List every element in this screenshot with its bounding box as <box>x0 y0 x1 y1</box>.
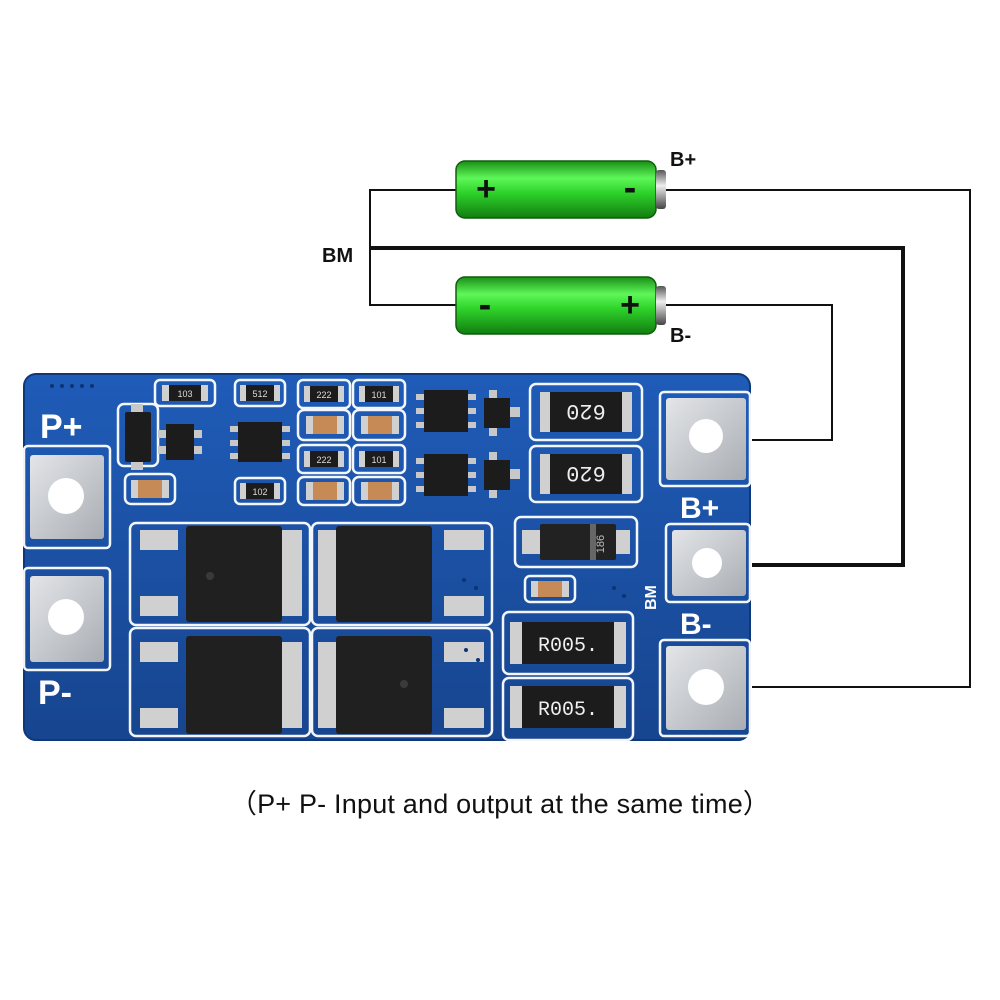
pad-p-plus <box>30 455 104 539</box>
pad-b-plus-bottom <box>666 646 746 730</box>
battery-bottom-minus-symbol: - <box>479 284 492 326</box>
diode: 186 <box>522 524 630 560</box>
label-bm: BM <box>322 245 353 267</box>
marking-res-101-a: 101 <box>371 390 386 400</box>
resistor-222-a: 222 <box>304 386 344 402</box>
dual-mosfet-ic-top <box>416 390 520 436</box>
mosfet-bottom-right <box>318 636 484 734</box>
silk-b-minus: B- <box>680 608 712 641</box>
battery-bottom: - + <box>455 276 666 335</box>
pcb-board: P+ P- B+ B- BM 103 <box>22 373 752 742</box>
sense-resistor-2: R005. <box>510 686 626 728</box>
pad-bm <box>672 530 746 596</box>
sense-resistor-1: R005. <box>510 622 626 664</box>
resistor-101-a: 101 <box>359 386 399 402</box>
resistor-512: 512 <box>240 385 280 401</box>
sot23-ic-1 <box>158 424 202 460</box>
marking-diode: 186 <box>595 535 607 553</box>
battery-top-minus-symbol: - <box>624 167 637 209</box>
marking-res-103: 103 <box>177 389 192 399</box>
ic-protection-chip <box>230 422 290 462</box>
silk-b-plus: B+ <box>680 492 719 525</box>
label-b-plus: B+ <box>670 149 696 171</box>
capacitors <box>131 416 569 597</box>
marking-shunt-1: 620 <box>566 398 606 423</box>
vias <box>50 384 626 662</box>
marking-res-512: 512 <box>252 389 267 399</box>
resistor-102: 102 <box>240 483 280 499</box>
marking-sense-2: R005. <box>538 699 598 722</box>
marking-res-222-b: 222 <box>316 455 331 465</box>
pad-b-minus-top <box>666 398 746 480</box>
battery-top-plus-symbol: + <box>476 170 496 208</box>
wiring <box>369 189 971 688</box>
silk-bm: BM <box>643 585 660 610</box>
wire-b-plus <box>662 189 971 688</box>
label-b-minus: B- <box>670 325 691 347</box>
marking-shunt-2: 620 <box>566 460 606 485</box>
shunt-resistor-2: 620 <box>540 454 632 494</box>
mosfet-top-left <box>140 526 302 622</box>
sot23-transistor <box>125 404 151 470</box>
shunt-resistor-1: 620 <box>540 392 632 432</box>
silk-p-minus: P- <box>38 674 72 712</box>
marking-res-101-b: 101 <box>371 455 386 465</box>
pad-p-minus <box>30 576 104 662</box>
marking-res-102: 102 <box>252 487 267 497</box>
wire-b-minus <box>662 304 833 441</box>
resistor-222-b: 222 <box>304 451 344 467</box>
caption: （P+ P- Input and output at the same time… <box>229 789 771 819</box>
silk-p-plus: P+ <box>40 408 83 446</box>
marking-res-222-a: 222 <box>316 390 331 400</box>
marking-sense-1: R005. <box>538 635 598 658</box>
resistor-103: 103 <box>162 385 208 401</box>
mosfet-bottom-left <box>140 636 302 734</box>
mosfet-top-right <box>318 526 484 622</box>
battery-top: + - <box>455 160 666 219</box>
dual-mosfet-ic-bottom <box>416 452 520 498</box>
battery-bottom-plus-symbol: + <box>620 286 640 324</box>
wire-bm <box>370 246 905 567</box>
resistor-101-b: 101 <box>359 451 399 467</box>
